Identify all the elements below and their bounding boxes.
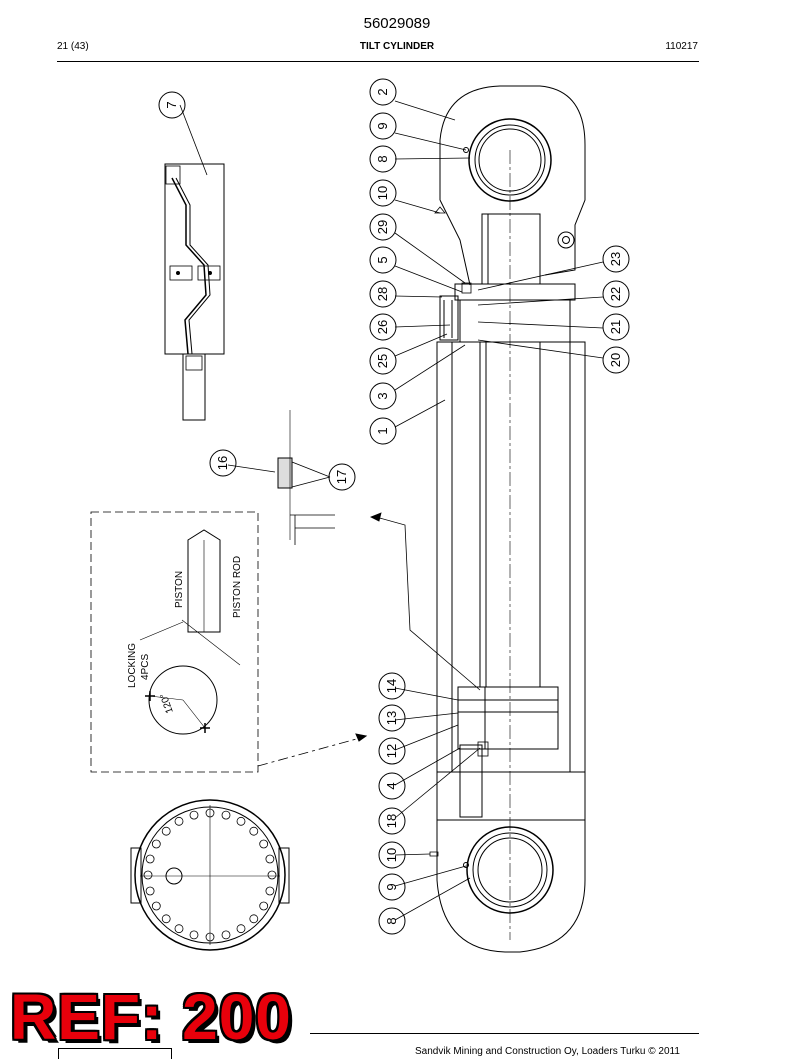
svg-text:8: 8 (384, 917, 399, 924)
callout-23: 23 (602, 245, 630, 273)
bolt-hole (145, 854, 155, 864)
piston-label: PISTON (174, 571, 185, 608)
bolt-hole (161, 914, 171, 924)
callout-9-bottom: 9 (378, 873, 406, 901)
callout-2: 2 (369, 78, 397, 106)
callout-10-bottom: 10 (378, 841, 406, 869)
bolt-hole (265, 854, 275, 864)
callout-8-top: 8 (369, 145, 397, 173)
svg-text:16: 16 (215, 456, 230, 470)
svg-text:4: 4 (384, 782, 399, 789)
svg-text:17: 17 (334, 470, 349, 484)
bolt-hole (145, 886, 155, 896)
part-number: 56029089 (363, 15, 431, 32)
bolt-hole (174, 816, 184, 826)
svg-text:8: 8 (375, 155, 390, 162)
header-rule (57, 61, 699, 62)
svg-text:22: 22 (608, 287, 623, 301)
bolt-hole (259, 839, 269, 849)
footer-rule (310, 1033, 699, 1034)
bolt-hole (221, 930, 231, 940)
detail-labels: PISTON PISTON ROD LOCKING 4PCS 120° (127, 556, 243, 715)
bolt-hole (189, 930, 199, 940)
callout-17: 17 (328, 463, 356, 491)
page-indicator: 21 (43) (57, 41, 89, 52)
svg-text:29: 29 (375, 220, 390, 234)
bolt-hole (259, 901, 269, 911)
svg-text:7: 7 (164, 101, 179, 108)
cylinder-assembly (429, 85, 586, 953)
locking-detail (90, 511, 368, 773)
bolt-hole (205, 808, 215, 818)
callout-21: 21 (602, 313, 630, 341)
callout-22: 22 (602, 280, 630, 308)
svg-text:2: 2 (375, 88, 390, 95)
svg-text:28: 28 (375, 287, 390, 301)
svg-text:9: 9 (375, 122, 390, 129)
bolt-hole (189, 810, 199, 820)
bolt-hole (267, 870, 277, 880)
sandvik-logo (58, 1048, 172, 1059)
callout-5: 5 (369, 246, 397, 274)
bolt-hole (174, 924, 184, 934)
svg-text:9: 9 (384, 883, 399, 890)
svg-text:13: 13 (384, 711, 399, 725)
angle-label: 120° (158, 692, 175, 715)
svg-text:21: 21 (608, 320, 623, 334)
callout-28: 28 (369, 280, 397, 308)
drawing-code: 110217 (665, 41, 698, 52)
bolt-hole (265, 886, 275, 896)
bolt-hole (151, 839, 161, 849)
bolt-hole (236, 816, 246, 826)
svg-text:26: 26 (375, 320, 390, 334)
svg-text:25: 25 (375, 354, 390, 368)
footer-copyright: Sandvik Mining and Construction Oy, Load… (415, 1046, 680, 1057)
svg-text:10: 10 (384, 848, 399, 862)
callout-14: 14 (378, 672, 406, 700)
bolt-hole (236, 924, 246, 934)
callout-1: 1 (369, 417, 397, 445)
callout-4: 4 (378, 772, 406, 800)
callout-25: 25 (369, 347, 397, 375)
svg-text:10: 10 (375, 186, 390, 200)
callout-20: 20 (602, 346, 630, 374)
callout-26: 26 (369, 313, 397, 341)
callout-16: 16 (209, 449, 237, 477)
seal-part (277, 410, 335, 545)
callouts: 2 9 8 10 29 5 28 26 25 3 1 23 22 21 20 7… (158, 78, 630, 935)
callout-9-top: 9 (369, 112, 397, 140)
page-title: TILT CYLINDER (359, 41, 435, 52)
callout-3: 3 (369, 382, 397, 410)
bolt-hole (143, 870, 153, 880)
callout-10-top: 10 (369, 179, 397, 207)
bolt-hole (205, 932, 215, 942)
svg-text:12: 12 (384, 744, 399, 758)
bolt-hole (221, 810, 231, 820)
callout-13: 13 (378, 704, 406, 732)
svg-text:23: 23 (608, 252, 623, 266)
svg-text:5: 5 (375, 256, 390, 263)
callout-7: 7 (158, 91, 186, 119)
end-view (130, 799, 290, 951)
callout-18: 18 (378, 807, 406, 835)
locking-label: LOCKING (127, 643, 138, 688)
ref-stamp: REF: 200 (10, 981, 292, 1053)
callout-12: 12 (378, 737, 406, 765)
hydraulic-line-assembly (164, 163, 225, 421)
piston-rod-label: PISTON ROD (232, 556, 243, 618)
bolt-hole (249, 914, 259, 924)
callout-29: 29 (369, 213, 397, 241)
bolt-hole (161, 826, 171, 836)
svg-text:1: 1 (375, 427, 390, 434)
leader-lines (179, 100, 604, 921)
svg-text:3: 3 (375, 392, 390, 399)
svg-text:18: 18 (384, 814, 399, 828)
locking-qty-label: 4PCS (140, 654, 151, 680)
bolt-hole (249, 826, 259, 836)
bolt-hole (151, 901, 161, 911)
callout-8-bottom: 8 (378, 907, 406, 935)
svg-text:20: 20 (608, 353, 623, 367)
svg-text:14: 14 (384, 679, 399, 693)
